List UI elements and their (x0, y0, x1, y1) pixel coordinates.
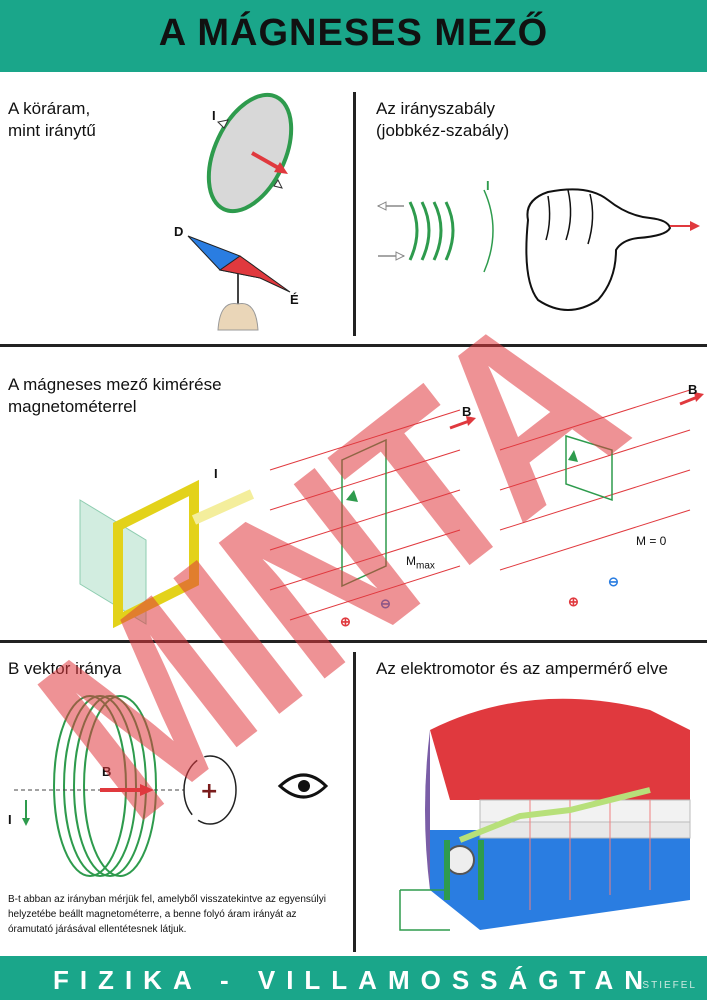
minus-sign-1: ⊖ (380, 596, 391, 611)
label-current-I-2: I (486, 178, 490, 193)
panel-b-vektor-title: B vektor iránya (8, 659, 122, 678)
panel-iranyszabaly-title-1: Az irányszabály (376, 99, 496, 118)
current-loop-illustration (206, 92, 294, 214)
label-M-max-sub: max (416, 560, 435, 572)
plus-sign-1: ⊕ (340, 614, 351, 629)
panel-elektromotor-title: Az elektromotor és az ampermérő elve (376, 659, 668, 678)
footer-brand: STIEFEL (642, 980, 697, 991)
label-B-3: B (102, 764, 112, 779)
compass-illustration (187, 235, 291, 331)
label-E: É (290, 292, 299, 307)
panel-iranyszabaly-title-2: (jobbkéz-szabály) (376, 121, 510, 140)
field-lines-illustration (269, 389, 704, 621)
panel-kor-aram-title-1: A köráram, (8, 99, 91, 118)
label-current-I-1: I (212, 108, 216, 123)
panel-magnetometer-title-1: A mágneses mező kimérése (8, 375, 222, 394)
label-D: D (174, 224, 184, 239)
label-M-max-M: M (406, 554, 416, 568)
label-M-zero: M = 0 (636, 534, 667, 548)
b-vector-description: B-t abban az irányban mérjük fel, amelyb… (8, 894, 326, 935)
minus-sign-2: ⊖ (608, 574, 619, 589)
divider-vertical-bottom (353, 652, 356, 952)
divider-top (0, 344, 707, 347)
header-banner: A MÁGNESES MEZŐ (0, 0, 707, 72)
magnetometer-frame-illustration (79, 479, 255, 629)
label-B-1: B (462, 404, 472, 419)
page-title: A MÁGNESES MEZŐ (158, 12, 549, 54)
electromotor-illustration (399, 698, 691, 931)
label-current-I-4: I (8, 812, 12, 827)
panel-kor-aram-title-2: mint iránytű (8, 121, 96, 140)
footer-banner: FIZIKA - VILLAMOSSÁGTAN STIEFEL (0, 956, 707, 1000)
label-current-I-3: I (214, 466, 218, 481)
label-B-2: B (688, 382, 698, 397)
panel-magnetometer-title-2: magnetométerrel (8, 397, 137, 416)
svg-text:+: + (200, 779, 218, 804)
divider-bottom (0, 640, 707, 643)
b-vector-illustration: + (14, 695, 329, 877)
plus-sign-2: ⊕ (568, 594, 579, 609)
coil-illustration (376, 189, 494, 273)
label-M-max: Mmax (406, 554, 435, 573)
divider-vertical-top (353, 92, 356, 336)
right-hand-illustration (525, 188, 700, 311)
footer-subject: FIZIKA - VILLAMOSSÁGTAN (52, 965, 655, 995)
